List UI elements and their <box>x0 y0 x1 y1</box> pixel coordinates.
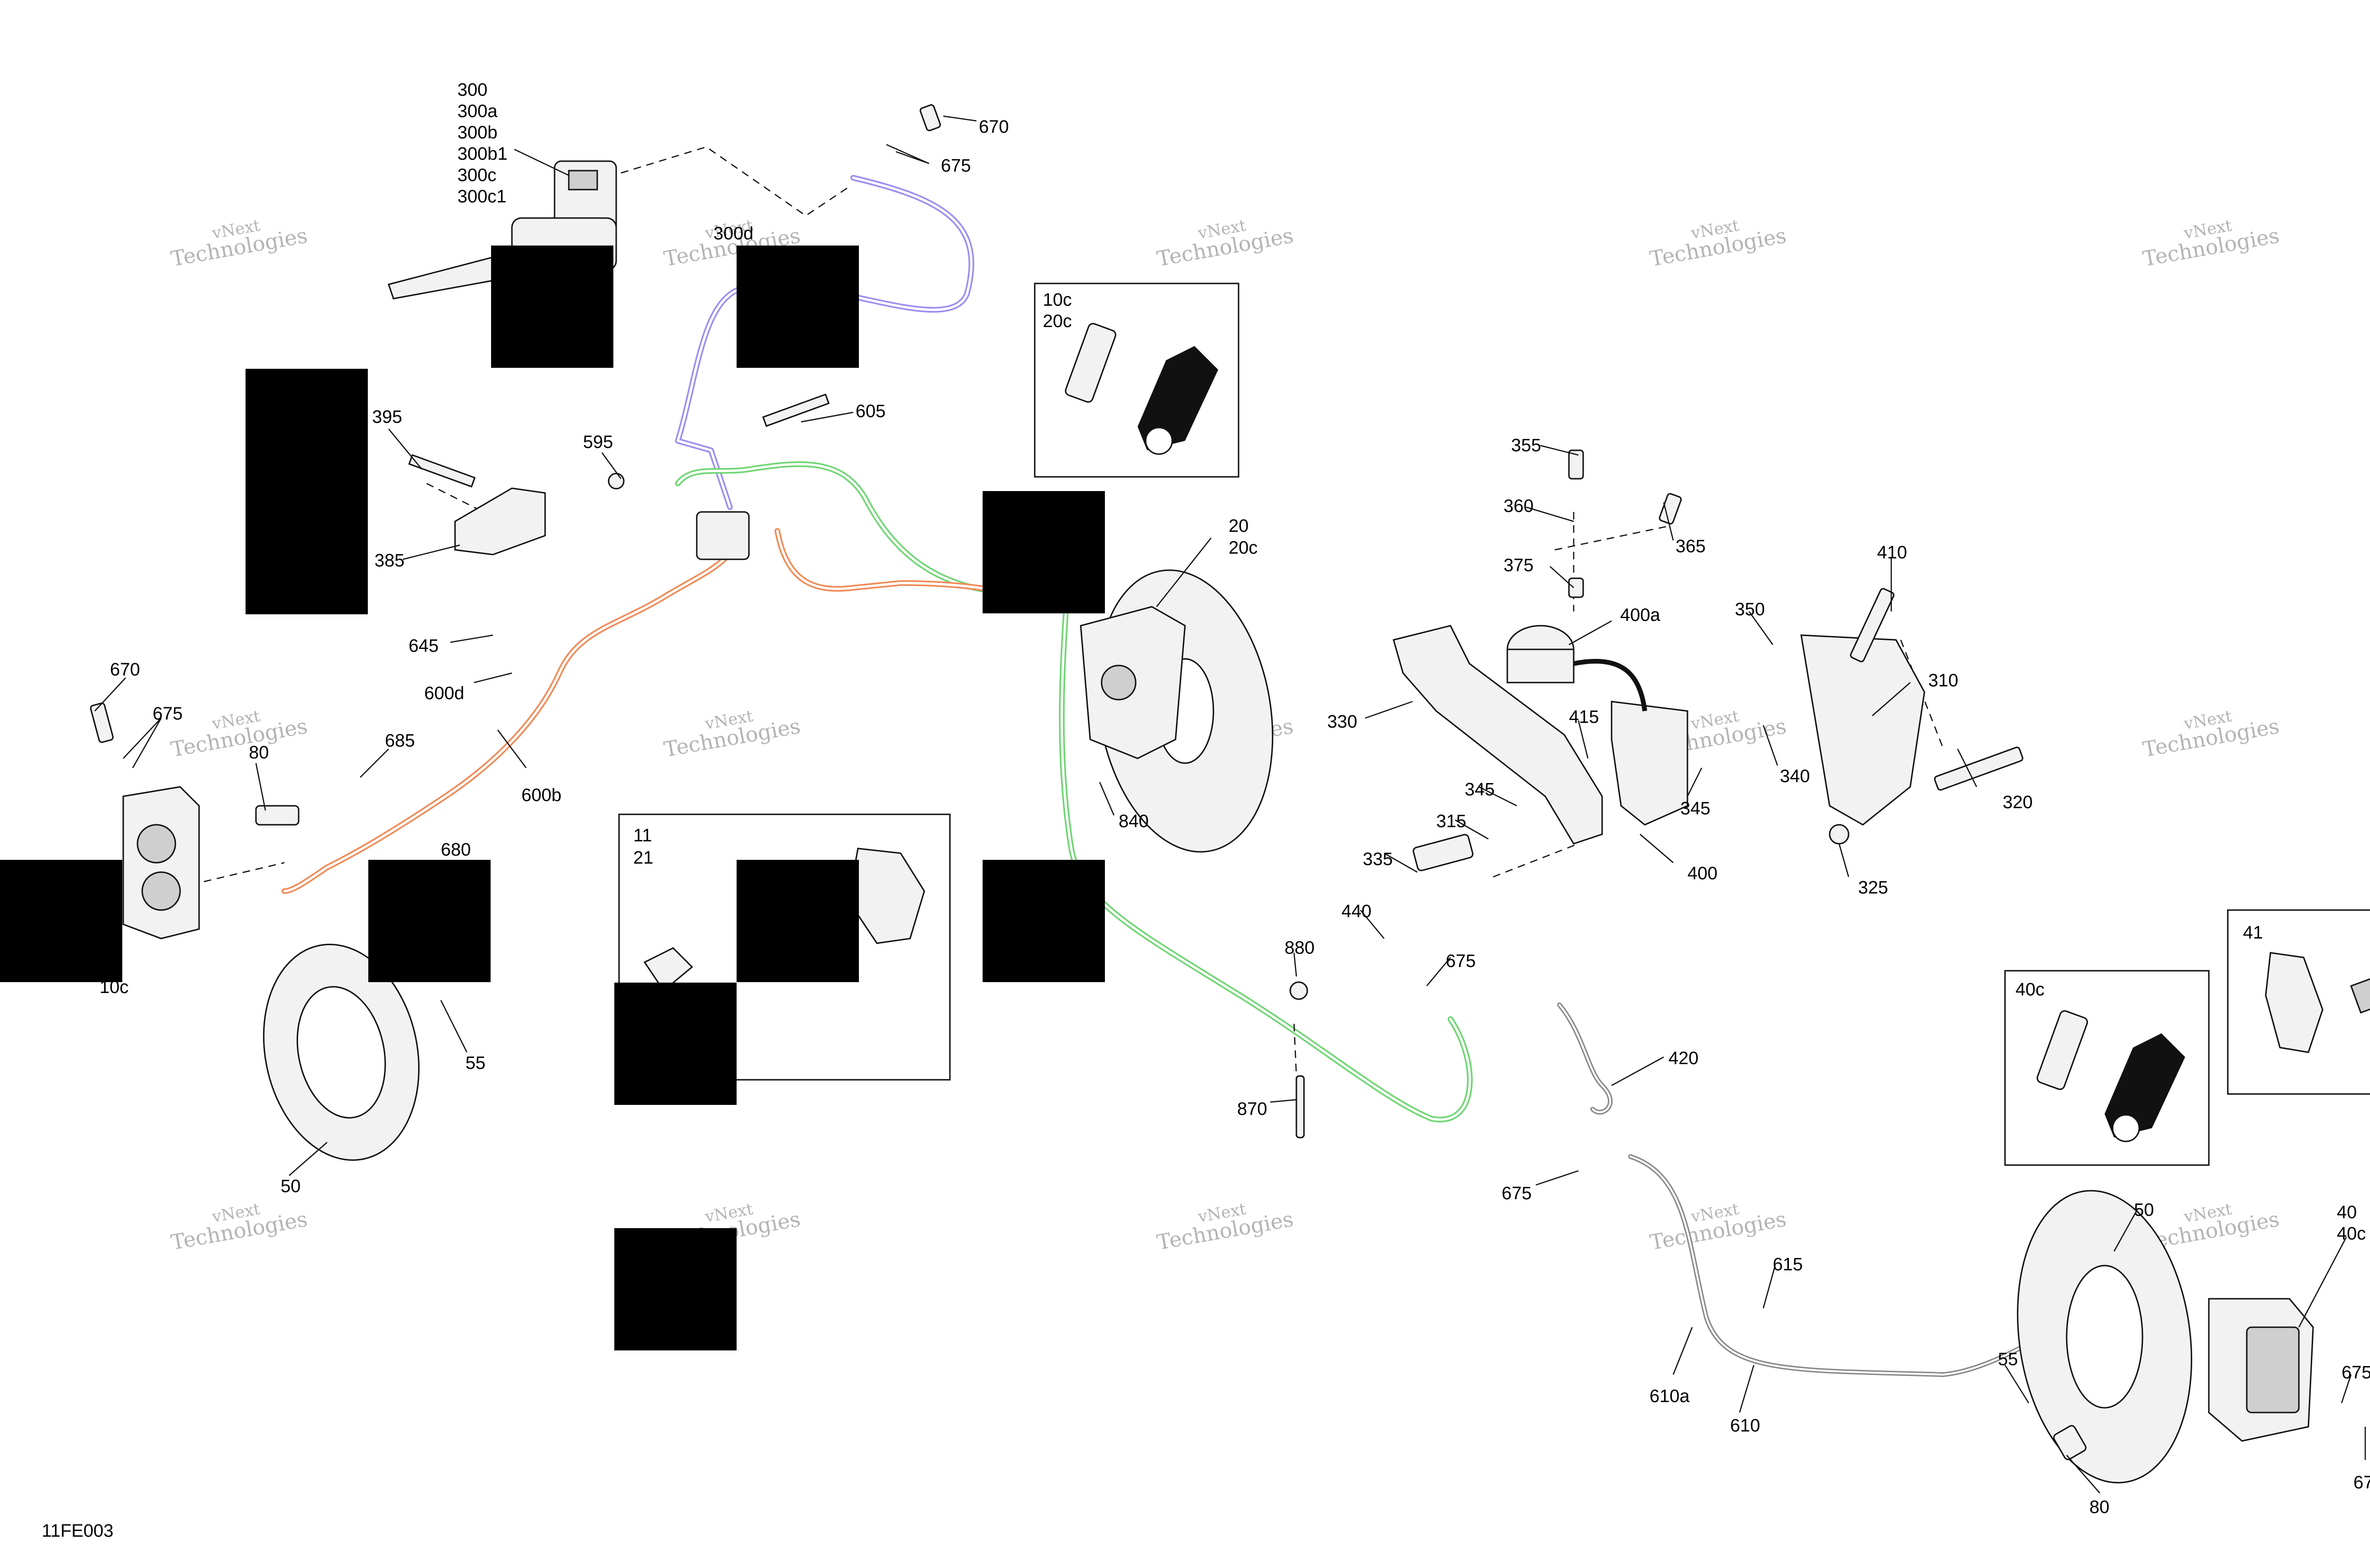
front-left-caliper <box>122 786 200 939</box>
label-675: 675 <box>941 156 971 176</box>
brake-lines <box>282 175 2183 1377</box>
label-350: 350 <box>1735 600 1765 620</box>
label-670: 670 <box>110 660 140 680</box>
label-615: 615 <box>1773 1255 1803 1275</box>
label-880: 880 <box>1285 938 1314 958</box>
inset-10c-20c <box>1034 283 1240 478</box>
label-50: 50 <box>281 1176 301 1196</box>
label-40c: 40c <box>2015 980 2044 1000</box>
label-335: 335 <box>1363 849 1393 869</box>
label-440: 440 <box>1341 902 1371 921</box>
label-300b: 300b <box>457 123 498 143</box>
label-670: 670 <box>979 117 1009 137</box>
label-365: 365 <box>1676 537 1705 556</box>
label-605: 605 <box>856 401 885 421</box>
label-300c: 300c <box>457 165 496 185</box>
label-675: 675 <box>153 704 182 724</box>
redaction-block <box>983 860 1105 982</box>
label-80: 80 <box>2089 1497 2109 1517</box>
label-680: 680 <box>441 840 471 860</box>
part-labels: 300 300a 300b 300b1 300c 300c1 300d 670 … <box>100 80 2370 1517</box>
rear-bracket <box>1800 634 1925 826</box>
label-41: 41 <box>2243 923 2263 943</box>
rear-disc <box>2017 1190 2192 1484</box>
label-20: 20 <box>1229 516 1249 536</box>
label-40: 40 <box>2337 1203 2357 1222</box>
label-610: 610 <box>1730 1416 1760 1436</box>
label-10c: 10c <box>100 977 128 997</box>
label-360: 360 <box>1504 496 1533 516</box>
mounting-bracket <box>454 487 546 556</box>
fasteners <box>90 104 2087 1460</box>
redaction-block <box>246 369 368 614</box>
label-840: 840 <box>1119 811 1149 831</box>
leader-lines <box>94 115 2366 1494</box>
label-645: 645 <box>409 636 438 656</box>
label-600d: 600d <box>424 684 465 703</box>
label-385: 385 <box>374 551 404 571</box>
redaction-block <box>368 860 491 982</box>
redaction-block <box>737 246 859 368</box>
label-10c: 10c <box>1043 290 1072 310</box>
inset-11-21 <box>618 813 951 1081</box>
label-340: 340 <box>1780 766 1810 786</box>
label-310: 310 <box>1928 671 1958 691</box>
label-320: 320 <box>2003 793 2033 812</box>
label-300c1: 300c1 <box>457 187 507 207</box>
label-595: 595 <box>583 432 613 452</box>
abs-module <box>696 511 750 560</box>
label-325: 325 <box>1858 878 1888 898</box>
redaction-block <box>737 860 859 982</box>
redactions <box>0 246 1105 1350</box>
label-870: 870 <box>1237 1099 1267 1119</box>
label-300a: 300a <box>457 101 498 121</box>
label-330: 330 <box>1327 712 1357 732</box>
label-315: 315 <box>1436 811 1466 831</box>
label-345: 345 <box>1465 780 1495 800</box>
label-300d: 300d <box>713 224 754 244</box>
label-355: 355 <box>1511 436 1541 456</box>
label-40c: 40c <box>2337 1224 2366 1244</box>
label-20c: 20c <box>1043 311 1072 331</box>
front-left-disc <box>263 944 420 1161</box>
label-610a: 610a <box>1650 1386 1690 1406</box>
label-395: 395 <box>372 407 402 427</box>
label-11: 11 <box>633 826 652 846</box>
rear-master-cylinder <box>1506 625 1688 826</box>
label-600b: 600b <box>521 785 562 805</box>
front-right-caliper <box>1080 606 1186 759</box>
label-55: 55 <box>1998 1349 2018 1369</box>
redaction-block <box>0 860 122 982</box>
label-400a: 400a <box>1620 605 1660 625</box>
label-20c: 20c <box>1229 538 1258 558</box>
redaction-block <box>614 1228 737 1350</box>
diagram-code: 11FE003 <box>42 1521 113 1541</box>
label-345: 345 <box>1680 799 1710 819</box>
label-400: 400 <box>1687 864 1717 884</box>
label-80: 80 <box>249 743 269 763</box>
inset-41 <box>2227 909 2370 1095</box>
label-21: 21 <box>633 848 653 868</box>
label-420: 420 <box>1668 1048 1698 1068</box>
label-415: 415 <box>1569 707 1599 727</box>
label-300: 300 <box>457 80 487 100</box>
inset-40c <box>2004 970 2210 1166</box>
label-300b1: 300b1 <box>457 144 508 164</box>
parts <box>90 104 2314 1484</box>
label-375: 375 <box>1504 556 1533 575</box>
brake-pedal <box>1393 625 1603 845</box>
label-50: 50 <box>2134 1200 2154 1220</box>
label-685: 685 <box>385 731 415 751</box>
label-675: 675 <box>1502 1184 1531 1203</box>
label-675: 675 <box>2342 1363 2370 1383</box>
redaction-block <box>614 983 737 1105</box>
label-55: 55 <box>465 1053 485 1073</box>
label-410: 410 <box>1877 543 1907 563</box>
redaction-block <box>983 491 1105 613</box>
label-670: 670 <box>2353 1473 2370 1493</box>
label-675: 675 <box>1446 951 1476 971</box>
redaction-block <box>491 246 613 368</box>
rear-caliper <box>2208 1298 2314 1442</box>
